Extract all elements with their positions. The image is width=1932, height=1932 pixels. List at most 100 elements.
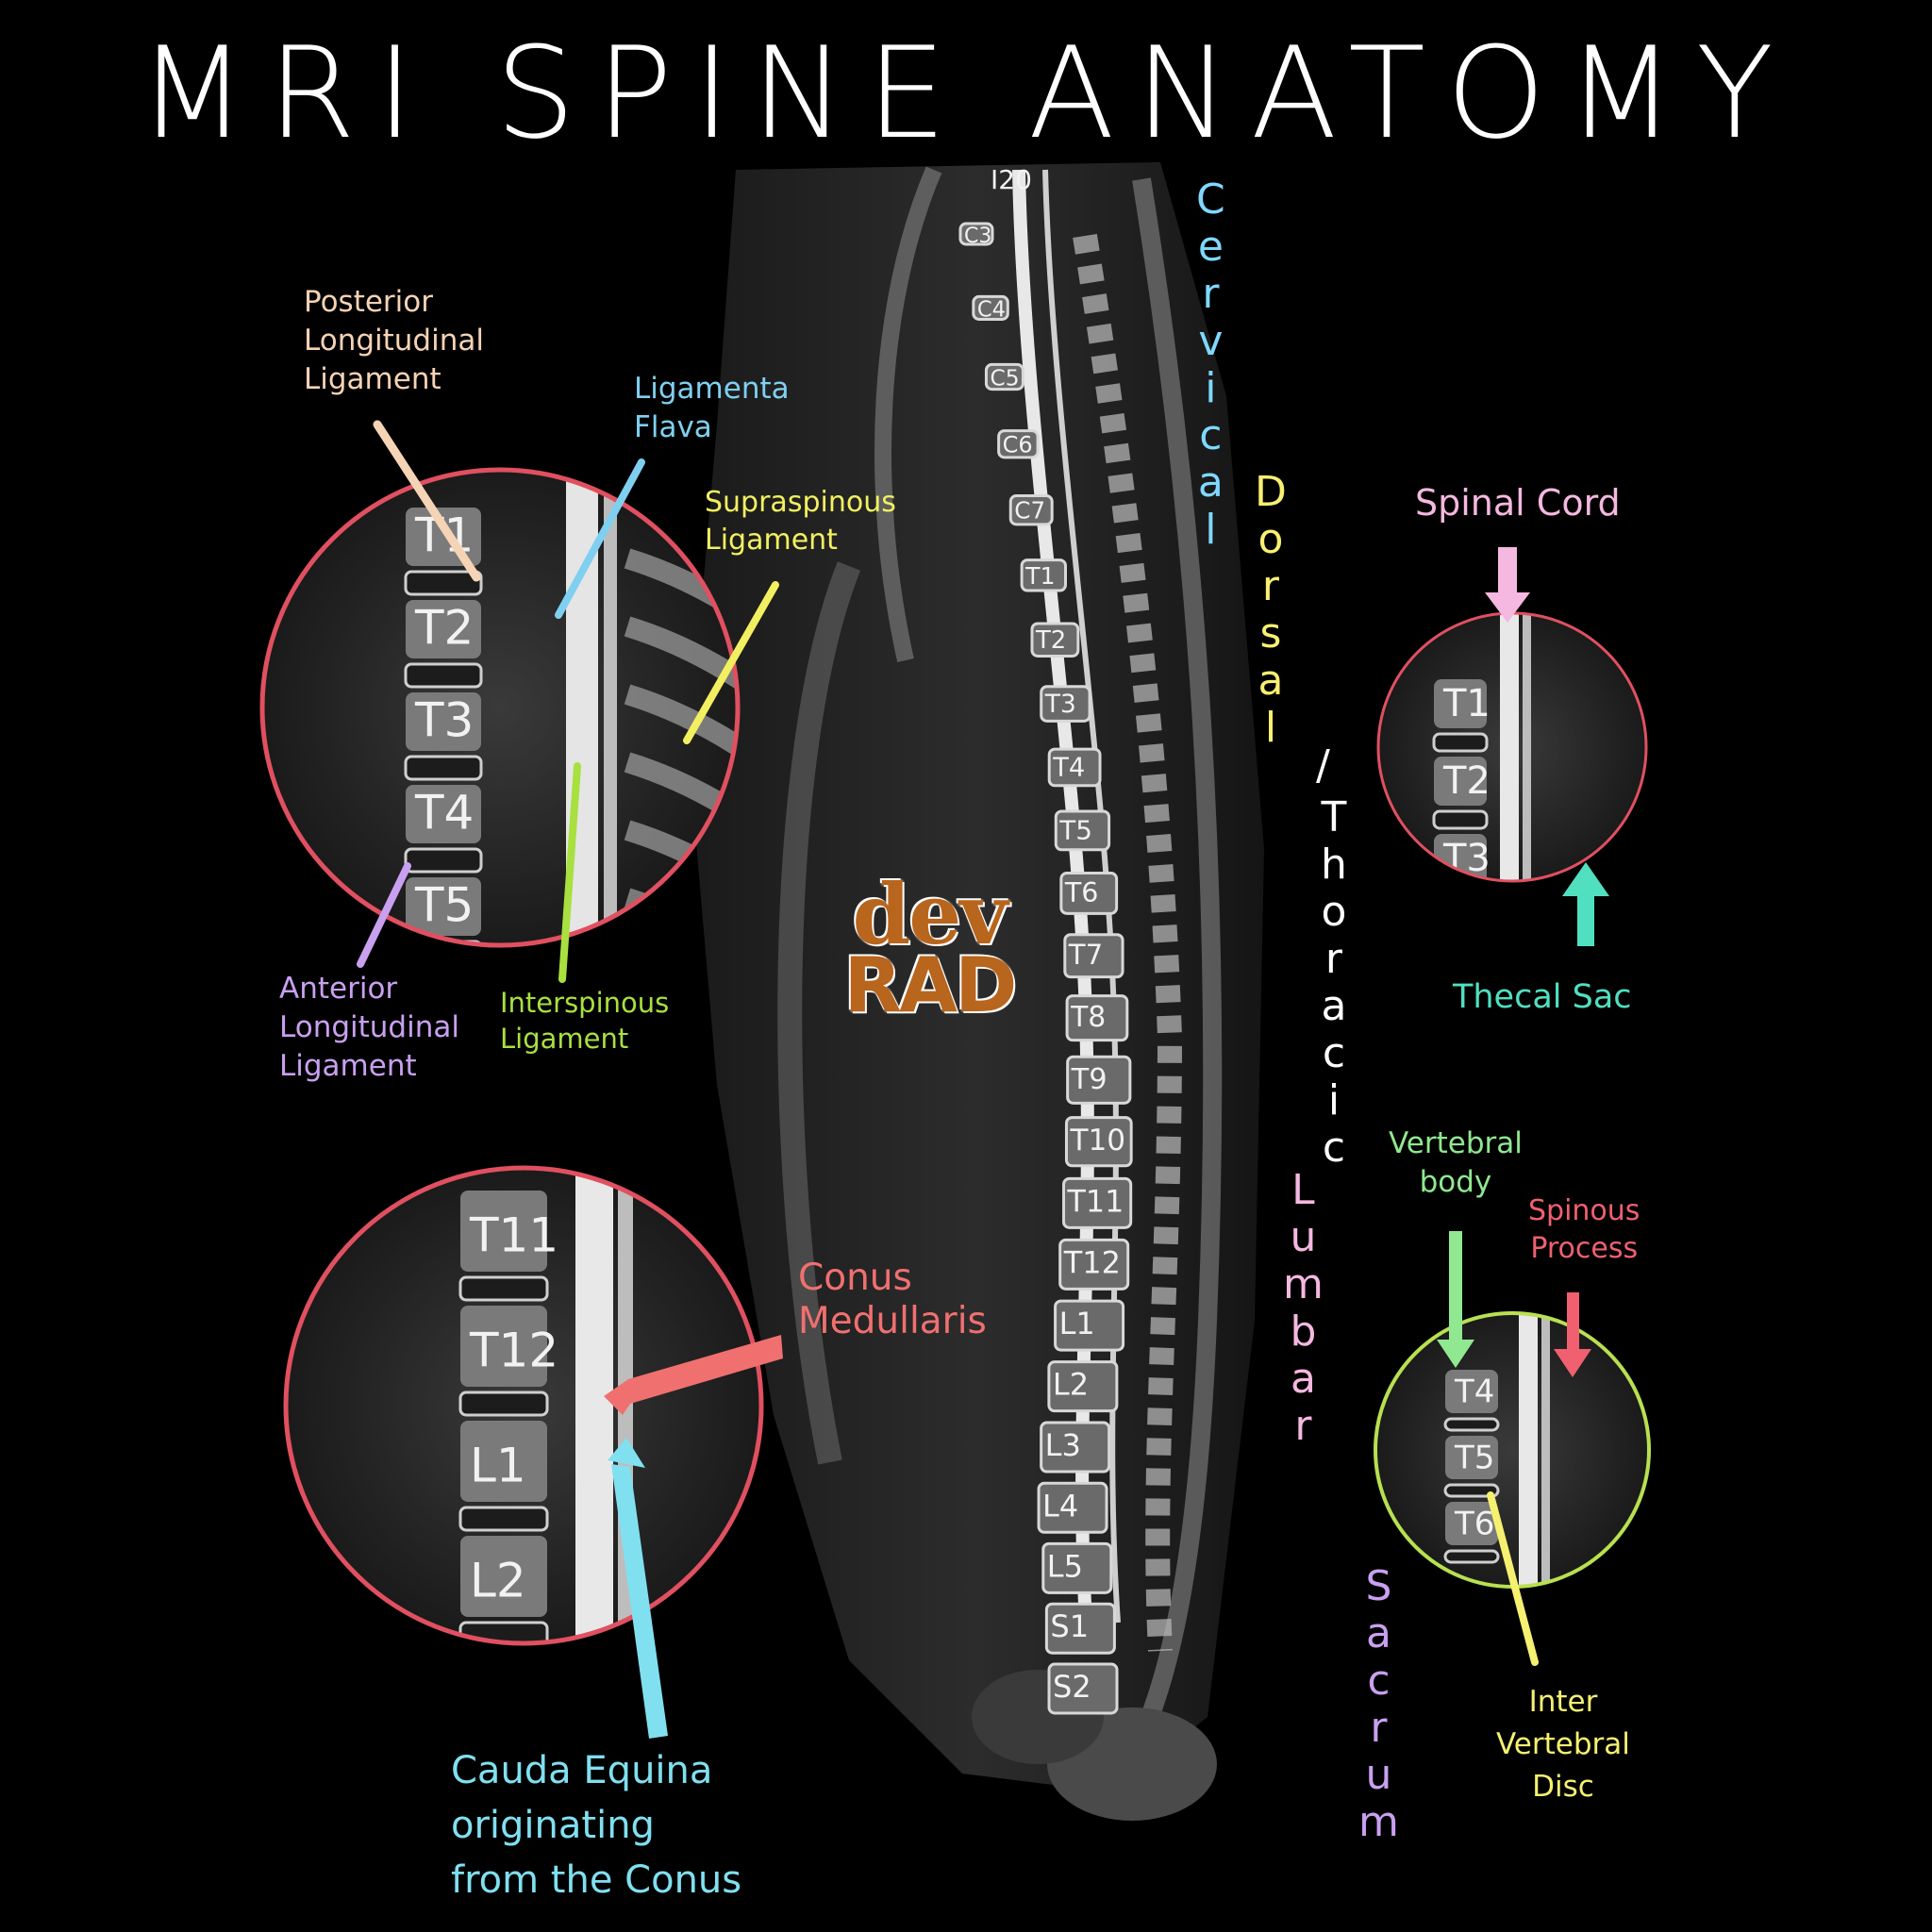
region-letter: a <box>1257 657 1284 705</box>
region-letter: c <box>1322 1029 1346 1077</box>
region-letter: a <box>1321 982 1347 1030</box>
logo-line-1: dev <box>852 865 1008 963</box>
vertebra-label: S1 <box>1050 1608 1089 1644</box>
zoom-vertebra-label: T5 <box>1454 1440 1494 1477</box>
zoom-vertebral-body <box>406 600 481 658</box>
vertebral-body-shape <box>1047 1360 1119 1413</box>
label-line: from the Conus <box>451 1858 742 1902</box>
label-line: Inter <box>1528 1685 1598 1719</box>
vertebra-label: L2 <box>1053 1367 1089 1403</box>
region-letter: L <box>1291 1166 1315 1214</box>
zoom-disc <box>458 1275 549 1302</box>
vertebra-label: T11 <box>1067 1185 1124 1219</box>
posterior-longitudinal-pointer <box>373 420 481 582</box>
region-letter: r <box>1261 562 1279 610</box>
zoom-disc <box>1443 1417 1500 1432</box>
label-spinal-cord: Spinal Cord <box>1415 482 1621 524</box>
region-letter: c <box>1322 1124 1346 1172</box>
thecal-sac-arrow <box>1562 862 1609 946</box>
conus-arrow <box>604 1335 783 1415</box>
label-thecal-sac: Thecal Sac <box>1453 978 1632 1016</box>
supraspinous-pointer <box>683 581 779 744</box>
zoom-disc <box>1434 889 1487 906</box>
region-letter: l <box>1264 704 1277 752</box>
label-vertebral-body: Vertebral body <box>1389 1124 1523 1202</box>
ligamenta-flava-pointer <box>555 458 645 619</box>
vertebra-label: T10 <box>1069 1124 1125 1158</box>
zoom-vertebral-body <box>1445 1370 1498 1413</box>
vertebra-label: T2 <box>1035 626 1066 655</box>
pointer-lines <box>357 420 1609 1739</box>
region-letter: / <box>1316 741 1330 790</box>
spinous-process-shape <box>624 684 738 760</box>
zoom-vertebral-body <box>406 877 481 936</box>
zoom-vertebra-label: T4 <box>1454 1374 1494 1411</box>
region-letter: C <box>1196 175 1225 224</box>
label-line: Anterior <box>279 972 398 1006</box>
region-letter: o <box>1257 515 1284 563</box>
region-letter: r <box>1294 1402 1312 1450</box>
vertebral-body-shape <box>1066 1055 1132 1105</box>
region-letter: r <box>1370 1704 1388 1752</box>
label-line: Vertebral <box>1389 1126 1523 1160</box>
region-letter: i <box>1327 1076 1341 1124</box>
vertebra-label: T9 <box>1071 1063 1108 1096</box>
spinal-cord-arrow <box>1485 547 1530 623</box>
label-line: Ligament <box>705 523 838 557</box>
zoom-vertebral-body <box>406 785 481 843</box>
region-letter: r <box>1324 935 1342 983</box>
label-line: Interspinous <box>500 987 670 1019</box>
zoom-vertebral-body <box>460 1191 547 1272</box>
label-line: Disc <box>1532 1769 1594 1804</box>
scan-top-label: I20 <box>991 164 1032 195</box>
disc-pointer <box>1487 1491 1539 1666</box>
vertebral-body-shape <box>1054 809 1111 852</box>
label-line: Longitudinal <box>304 323 484 358</box>
zoom-vertebra-label: T12 <box>469 1324 558 1378</box>
region-letter: b <box>1290 1307 1317 1356</box>
zoom-disc <box>404 662 483 689</box>
region-word-slash: / <box>1316 745 1330 792</box>
vertebral-body-shape <box>1054 1299 1125 1352</box>
region-letter: m <box>1358 1798 1399 1846</box>
vertebral-body-shape <box>1065 994 1129 1042</box>
vertebra-label: T4 <box>1052 753 1085 782</box>
label-line: Conus <box>798 1257 912 1299</box>
label-line: Ligament <box>279 1048 417 1083</box>
zoom-vertebra-label: T4 <box>414 786 474 841</box>
zoom-vertebra-label: T1 <box>1442 682 1491 725</box>
vertebral-body-shape <box>1041 1541 1113 1594</box>
region-letter: S <box>1365 1562 1392 1610</box>
zoom-disc <box>458 1506 549 1532</box>
label-line: Ligament <box>500 1023 629 1056</box>
vertebral-body-shape <box>1058 1238 1130 1291</box>
region-letter: h <box>1321 841 1347 889</box>
zoom-vertebra-label: T2 <box>414 601 474 656</box>
main-vertebrae: I20C3C4C5C6C7T1T2T3T4T5T6T7T8T9T10T11T12… <box>958 164 1133 1715</box>
vertebral-body-shape <box>1063 933 1124 979</box>
zoom-vertebral-body <box>460 1536 547 1617</box>
vertebral-body-shape <box>972 294 1009 321</box>
vertebra-label: T8 <box>1070 1001 1106 1034</box>
zoom-vertebra-label: T5 <box>414 878 474 933</box>
zoom-vertebra-label: L2 <box>470 1554 526 1608</box>
region-letter: T <box>1321 793 1347 841</box>
zoom-vertebral-body <box>1434 757 1487 806</box>
label-line: body <box>1419 1164 1492 1199</box>
vertebra-label: S2 <box>1053 1669 1091 1705</box>
vertebra-label: C6 <box>1003 432 1033 458</box>
vertebral-body-shape <box>1037 1481 1108 1534</box>
region-letter: u <box>1365 1751 1392 1799</box>
vertebra-label: L5 <box>1047 1548 1083 1584</box>
zoom-vertebra-label: T6 <box>1454 1506 1494 1543</box>
region-letter: r <box>1202 270 1220 318</box>
